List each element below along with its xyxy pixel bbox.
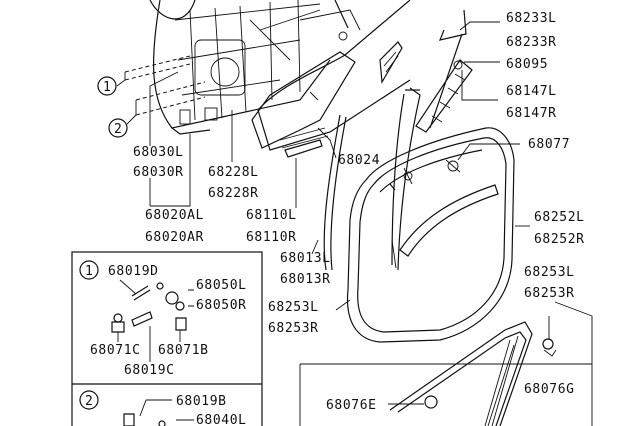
label-68019C: 68019C	[124, 363, 175, 378]
label-68077: 68077	[528, 137, 570, 152]
callout-2: 2	[108, 81, 206, 138]
label-68110R: 68110R	[246, 230, 297, 245]
label-68050R: 68050R	[196, 298, 247, 313]
clip-68076G	[542, 338, 557, 357]
door-glass	[257, 0, 411, 158]
label-68253L-top: 68253L	[524, 265, 575, 280]
label-68228L: 68228L	[208, 165, 259, 180]
door-panel-drawing	[149, 0, 361, 135]
label-68076G: 68076G	[524, 382, 575, 397]
callout-1-label: 1	[103, 80, 111, 95]
clip-68076E	[424, 395, 438, 409]
label-68233L: 68233L	[506, 11, 557, 26]
label-68253L-left: 68253L	[268, 300, 319, 315]
detail-box: 1 68019D 68050L 68050R 68071C 68071B 680…	[71, 251, 263, 426]
label-68228R: 68228R	[208, 186, 259, 201]
label-68233R: 68233R	[506, 35, 557, 50]
label-68020AR: 68020AR	[145, 230, 204, 245]
callout-2-label: 2	[114, 122, 122, 137]
label-68013L: 68013L	[280, 251, 331, 266]
detail-1-hardware	[111, 279, 194, 362]
label-68252L: 68252L	[534, 210, 585, 225]
label-68030R: 68030R	[133, 165, 184, 180]
label-68110L: 68110L	[246, 208, 297, 223]
detail-callout-1-label: 1	[85, 264, 93, 279]
callout-1: 1	[97, 55, 191, 96]
water-shield-sheet	[251, 51, 356, 149]
label-68019D: 68019D	[108, 264, 159, 279]
part-labels: 68233L 68233R 68095 68147L 68147R 68077 …	[133, 11, 585, 413]
label-68147L: 68147L	[506, 84, 557, 99]
detail-callout-1	[79, 260, 99, 280]
label-68071C: 68071C	[90, 343, 141, 358]
label-68020AL: 68020AL	[145, 208, 204, 223]
inner-seal-strip	[391, 184, 499, 269]
label-68095: 68095	[506, 57, 548, 72]
leader-lines	[149, 21, 593, 426]
label-68076E: 68076E	[326, 398, 377, 413]
label-68253R-left: 68253R	[268, 321, 319, 336]
quarter-window-top	[379, 41, 403, 84]
label-68252R: 68252R	[534, 232, 585, 247]
door-weatherstrip	[346, 127, 515, 343]
quarter-glass-lower	[389, 321, 533, 426]
label-68013R: 68013R	[280, 272, 331, 287]
label-68030L: 68030L	[133, 145, 184, 160]
label-68071B: 68071B	[158, 343, 209, 358]
label-68040L: 68040L	[196, 413, 247, 426]
label-68019B: 68019B	[176, 394, 227, 409]
label-68253R-top: 68253R	[524, 286, 575, 301]
delta-partition	[415, 9, 473, 133]
label-68024: 68024	[338, 153, 380, 168]
label-68050L: 68050L	[196, 278, 247, 293]
detail-2-hardware	[123, 399, 194, 426]
clip-68077-a	[403, 171, 413, 181]
detail-callout-2	[79, 390, 99, 410]
label-68147R: 68147R	[506, 106, 557, 121]
detail-callout-2-label: 2	[85, 394, 93, 409]
clip-68095	[453, 60, 463, 70]
